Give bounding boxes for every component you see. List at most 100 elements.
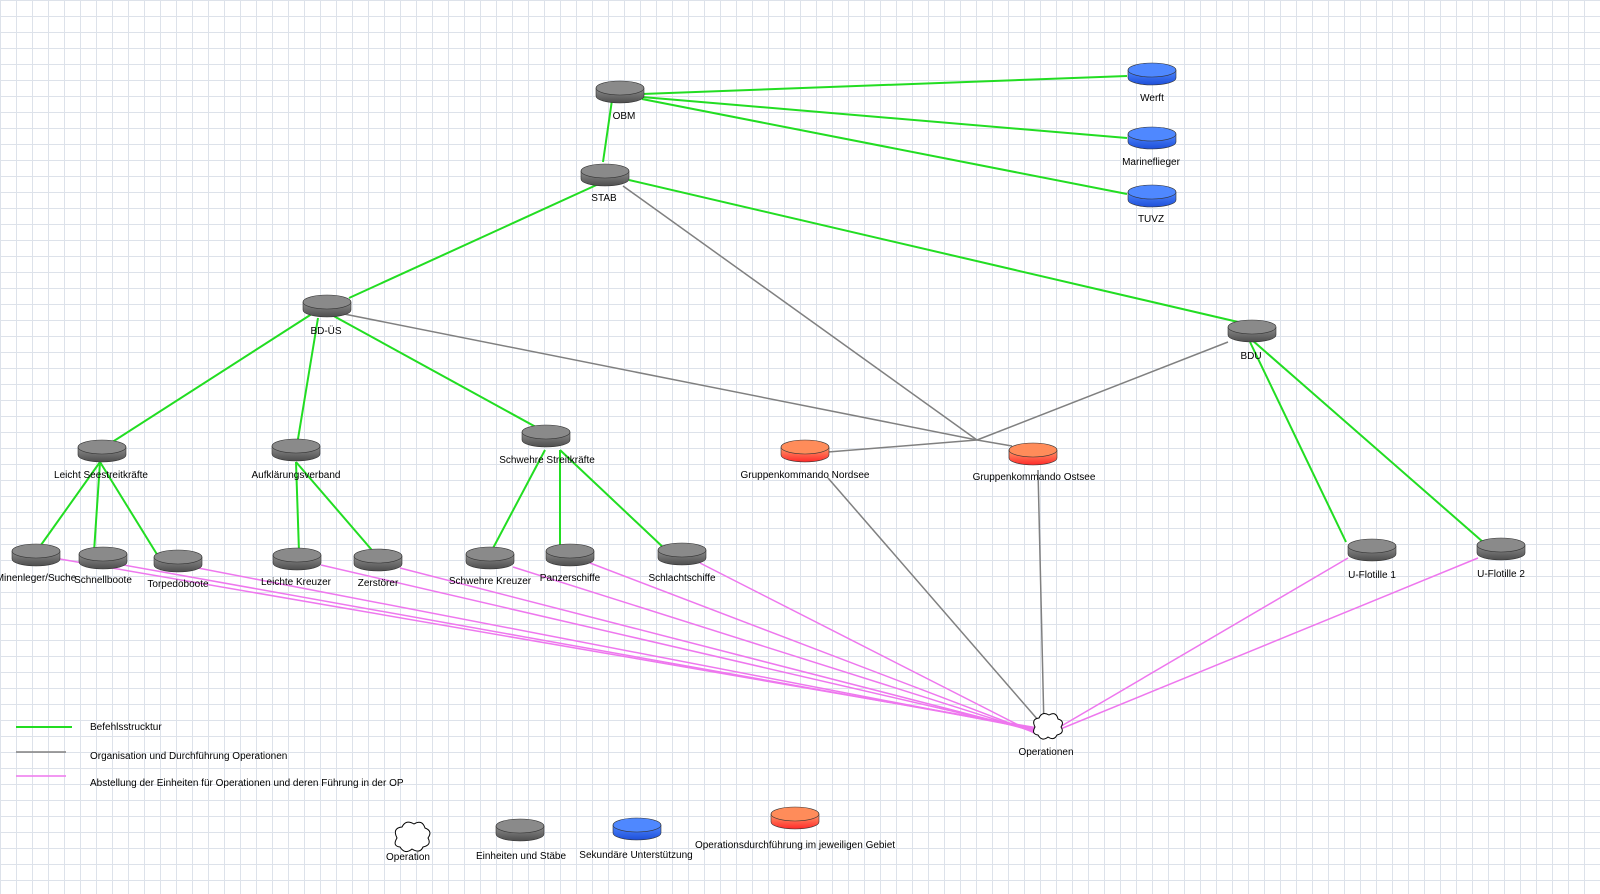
link-torpedo-operationen — [197, 567, 1039, 731]
cylinder-top — [580, 163, 630, 179]
cylinder-top — [1227, 319, 1277, 335]
node-label-minen: Minenleger/Suche — [0, 573, 77, 584]
node-aufkl[interactable]: Aufklärungsverband — [252, 438, 341, 481]
cylinder-top — [612, 817, 662, 833]
node-schnell[interactable]: Schnellboote — [74, 546, 132, 586]
node-bdu[interactable]: BDU — [1227, 319, 1277, 362]
node-skreuzer[interactable]: Schwehre Kreuzer — [449, 546, 532, 587]
link-junction-gk-nord — [827, 439, 978, 453]
link-bdus-leicht — [102, 309, 319, 449]
cylinder-top — [545, 543, 595, 559]
cylinder-top — [521, 424, 571, 440]
node-torpedo[interactable]: Torpedoboote — [147, 549, 209, 590]
link-uflot2-operationen — [1057, 557, 1479, 731]
cylinder-top — [1347, 538, 1397, 554]
cloud-icon — [1033, 713, 1063, 740]
cylinder-top — [595, 80, 645, 96]
legend-label-support: Sekundäre Unterstützung — [579, 850, 692, 861]
legend-lines: Befehlsstrucktur Organisation und Durchf… — [16, 722, 404, 789]
cylinder-top — [77, 439, 127, 455]
node-label-zerstoerer: Zerstörer — [358, 578, 399, 589]
node-werft[interactable]: Werft — [1127, 62, 1177, 104]
link-bdu-uflot1 — [1249, 341, 1347, 543]
cylinder-top — [770, 806, 820, 822]
node-zerstoerer[interactable]: Zerstörer — [353, 548, 403, 589]
cylinder-top — [780, 439, 830, 455]
node-label-panzer: Panzerschiffe — [540, 573, 601, 584]
cylinder-top — [271, 438, 321, 454]
link-panzer-operationen — [589, 562, 1039, 735]
legend-symbol-operation: Operation — [386, 821, 431, 863]
organisation-links — [343, 185, 1229, 729]
node-schwer[interactable]: Schwehre Streitkräfte — [499, 424, 595, 466]
link-schlacht-operationen — [699, 562, 1039, 736]
legend-label-operation: Operation — [386, 852, 430, 863]
node-label-bdu: BDU — [1240, 351, 1261, 362]
cylinder-top — [465, 546, 515, 562]
link-aufkl-zerstoerer — [295, 461, 378, 557]
link-schwer-skreuzer — [490, 449, 546, 553]
legend-label-assignment: Abstellung der Einheiten für Operationen… — [90, 778, 404, 789]
link-leicht-minen — [35, 461, 101, 553]
node-tuvz[interactable]: TUVZ — [1127, 184, 1177, 225]
node-label-gk-ost: Gruppenkommando Ostsee — [973, 472, 1096, 483]
legend-label-organisation: Organisation und Durchführung Operatione… — [90, 751, 287, 762]
link-bdu-uflot2 — [1251, 339, 1484, 543]
node-label-werft: Werft — [1140, 93, 1164, 104]
link-bdus-aufkl — [296, 317, 319, 446]
node-operationen[interactable]: Operationen — [1018, 713, 1074, 758]
node-label-torpedo: Torpedoboote — [147, 579, 209, 590]
cylinder-top — [1008, 442, 1058, 458]
node-gk-nord[interactable]: Gruppenkommando Nordsee — [741, 439, 870, 481]
link-leicht-torpedo — [99, 461, 159, 557]
cylinder-top — [153, 549, 203, 565]
cylinder-top — [1127, 126, 1177, 142]
node-label-leicht: Leicht Seestreitkräfte — [54, 470, 148, 481]
cylinder-top — [1127, 62, 1177, 78]
cylinder-top — [353, 548, 403, 564]
cylinder-top — [272, 547, 322, 563]
node-label-uflot2: U-Flotille 2 — [1477, 569, 1525, 580]
node-label-schwer: Schwehre Streitkräfte — [499, 455, 595, 466]
node-stab[interactable]: STAB — [580, 163, 630, 204]
link-gk-ost-operationen — [1037, 469, 1045, 729]
link-junction-gk-ost — [976, 439, 1013, 447]
node-uflot2[interactable]: U-Flotille 2 — [1476, 537, 1525, 580]
node-label-bdus: BD-ÜS — [310, 325, 341, 337]
link-stab-bdu — [628, 179, 1252, 326]
link-obm-stab — [602, 99, 613, 163]
link-schwer-schlacht — [559, 449, 667, 551]
link-leicht-schnell — [93, 461, 101, 553]
cylinder-top — [78, 546, 128, 562]
link-aufkl-lkreuzer — [295, 461, 300, 553]
cylinder-top — [495, 818, 545, 834]
node-obm[interactable]: OBM — [595, 80, 645, 122]
node-label-schnell: Schnellboote — [74, 575, 132, 586]
link-uflot1-operationen — [1057, 557, 1349, 729]
legend-symbol-area: Operationsdurchführung im jeweiligen Geb… — [695, 806, 895, 851]
link-obm-marineflieger — [641, 96, 1128, 139]
node-leicht[interactable]: Leicht Seestreitkräfte — [54, 439, 148, 481]
node-schlacht[interactable]: Schlachtschiffe — [648, 542, 716, 584]
node-bdus[interactable]: BD-ÜS — [302, 294, 352, 337]
node-minen[interactable]: Minenleger/Suche — [0, 543, 77, 584]
node-panzer[interactable]: Panzerschiffe — [540, 543, 601, 584]
link-schnell-operationen — [117, 563, 1039, 730]
node-lkreuzer[interactable]: Leichte Kreuzer — [261, 547, 332, 588]
node-label-stab: STAB — [591, 193, 617, 204]
link-skreuzer-operationen — [512, 566, 1039, 734]
cylinder-top — [657, 542, 707, 558]
node-label-aufkl: Aufklärungsverband — [252, 470, 341, 481]
node-label-skreuzer: Schwehre Kreuzer — [449, 576, 532, 587]
link-zerstoerer-operationen — [399, 567, 1039, 733]
node-label-lkreuzer: Leichte Kreuzer — [261, 577, 332, 588]
legend-label-command: Befehlsstrucktur — [90, 722, 162, 733]
cylinder-top — [11, 543, 61, 559]
node-uflot1[interactable]: U-Flotille 1 — [1347, 538, 1397, 581]
link-obm-werft — [641, 75, 1128, 95]
node-gk-ost[interactable]: Gruppenkommando Ostsee — [973, 442, 1096, 483]
node-label-obm: OBM — [613, 111, 636, 122]
nodes: OBM STAB Werft Marineflieger TUVZ BD-ÜS … — [0, 62, 1525, 590]
cylinder-top — [302, 294, 352, 310]
node-marineflieger[interactable]: Marineflieger — [1122, 126, 1181, 168]
